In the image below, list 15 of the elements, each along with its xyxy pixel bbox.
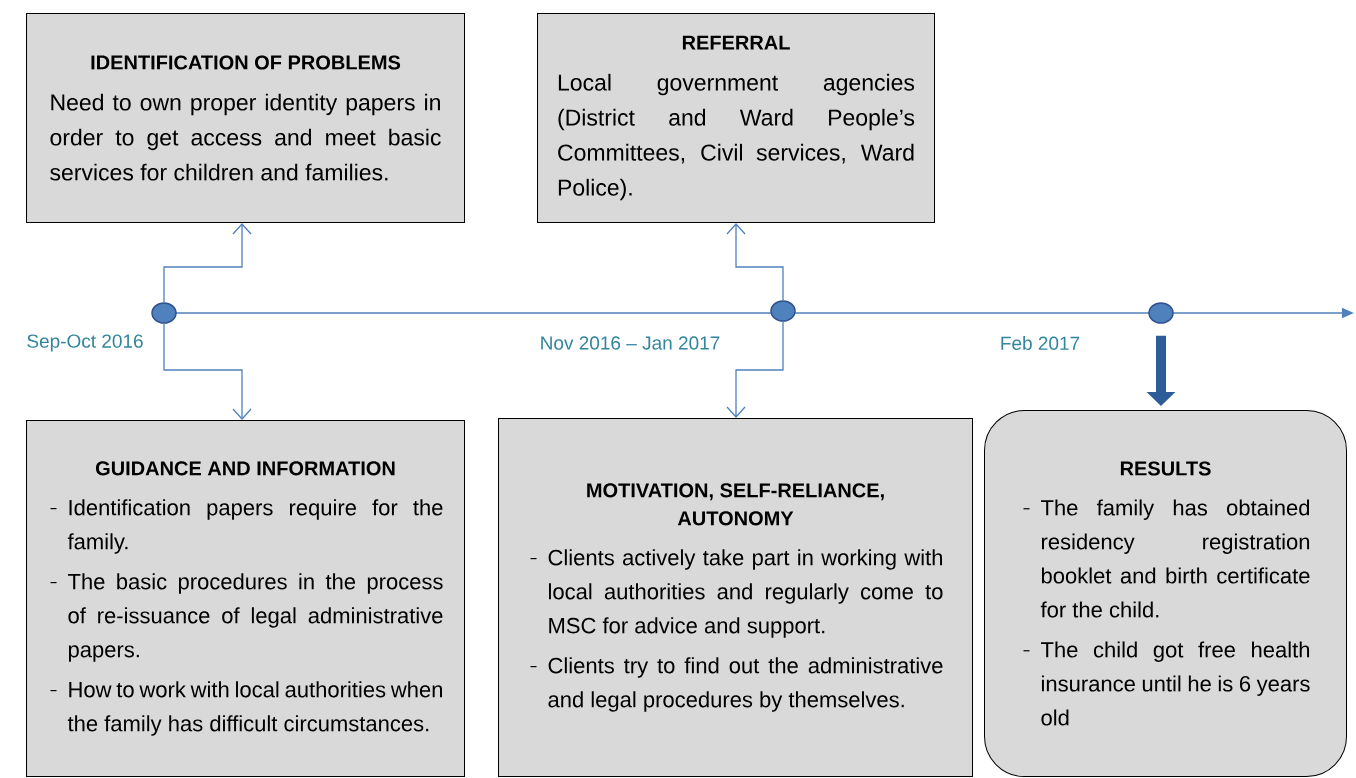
- arrow: [163, 223, 252, 303]
- date-label: Sep-Oct 2016: [27, 334, 143, 352]
- timeline-dot: [1148, 302, 1174, 324]
- timeline-dot: [770, 300, 796, 322]
- date-label: Nov 2016 – Jan 2017: [541, 336, 720, 350]
- text-box: REFERRAL Local government agencies (District and Ward People’s Committees, Civil services, Ward Police).: [537, 13, 935, 223]
- date-label: Feb 2017: [1001, 336, 1080, 350]
- text-box: IDENTIFICATION OF PROBLEMS Need to own proper identity papers in order to get access and meet basic services for children and families.: [26, 13, 465, 223]
- text-box: GUIDANCE AND INFORMATION Identification papers require for the family. The basic procedures in the process of re-issuance of legal administrative papers. How to work with local authorities when the family has difficult circumstances.: [26, 420, 465, 777]
- arrow: [163, 323, 252, 420]
- timeline-dot: [151, 302, 177, 324]
- rounded-box: RESULTS The family has obtained residency registration booklet and birth certificate for the child. The child got free health insurance until he is 6 years old: [984, 410, 1347, 777]
- text-box: MOTIVATION, SELF-RELIANCE, AUTONOMY Clients actively take part in working with local authorities and regularly come to MSC for advice and support. Clients try to find out the administrative and legal procedures by themselves.: [498, 418, 973, 777]
- arrow: [726, 321, 784, 418]
- arrow: [726, 223, 784, 301]
